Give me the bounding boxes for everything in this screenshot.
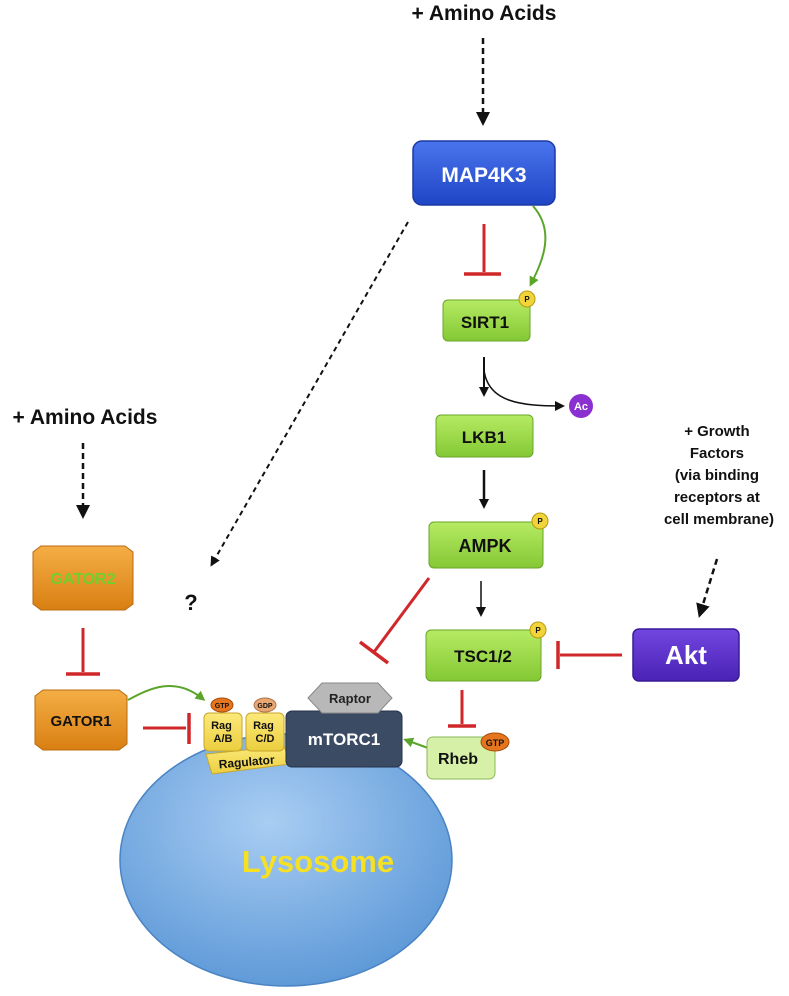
ampk-label: AMPK bbox=[459, 536, 512, 556]
unknown-mark: ? bbox=[184, 590, 197, 615]
gdp-badge-rag: GDP bbox=[253, 697, 277, 713]
tsc-phospho-badge: P bbox=[529, 621, 547, 639]
growth-factors-line-2: Factors bbox=[690, 445, 744, 462]
ampk-node: AMPK bbox=[428, 521, 544, 569]
ampk-phospho-label: P bbox=[537, 517, 543, 526]
map4k3-label: MAP4K3 bbox=[441, 164, 526, 187]
rag-cd-line-2: C/D bbox=[256, 733, 275, 745]
raptor-label: Raptor bbox=[329, 691, 371, 706]
rag-cd-label: Rag C/D bbox=[253, 720, 277, 745]
rheb-label: Rheb bbox=[438, 751, 478, 768]
growth-factors-line-5: cell membrane) bbox=[664, 511, 774, 528]
gtp-badge-rag-label: GTP bbox=[215, 703, 230, 710]
akt-label: Akt bbox=[665, 640, 707, 670]
mtorc1-label: mTORC1 bbox=[308, 730, 380, 749]
gtp-badge-rheb-label: GTP bbox=[486, 738, 505, 748]
ampk-inhibit-mtorc1-line bbox=[372, 577, 431, 653]
map4k3-node: MAP4K3 bbox=[412, 140, 556, 206]
gdp-badge-rag-label: GDP bbox=[257, 703, 273, 710]
ampk-inhibit-mtorc1-bar bbox=[358, 640, 390, 665]
gator1-label: GATOR1 bbox=[50, 713, 111, 730]
rheb-node: Rheb bbox=[426, 736, 496, 780]
rag-ab-node: Rag A/B bbox=[203, 712, 243, 752]
rheb-activate-mtorc1-arrow bbox=[403, 737, 429, 749]
tsc-label: TSC1/2 bbox=[454, 647, 512, 666]
mtorc1-node: mTORC1 bbox=[285, 710, 403, 768]
gator1-gap-arrow bbox=[127, 684, 206, 701]
amino-acids-left-label: + Amino Acids bbox=[13, 406, 158, 429]
lkb1-node: LKB1 bbox=[435, 414, 534, 458]
growth-factors-line-3: (via binding bbox=[675, 467, 759, 484]
sirt1-phospho-badge: P bbox=[518, 290, 536, 308]
ampk-phospho-badge: P bbox=[531, 512, 549, 530]
sirt1-label: SIRT1 bbox=[461, 313, 509, 332]
rag-cd-line-1: Rag bbox=[253, 720, 274, 732]
acetyl-badge: Ac bbox=[569, 394, 593, 418]
lkb1-label: LKB1 bbox=[462, 428, 506, 447]
sirt1-phospho-label: P bbox=[524, 295, 530, 304]
growth-factors-line-4: receptors at bbox=[674, 489, 760, 506]
map4k3-to-unknown-arrow bbox=[210, 221, 409, 567]
rag-ab-line-1: Rag bbox=[211, 720, 232, 732]
gator1-node: GATOR1 bbox=[34, 689, 128, 751]
sirt1-node: SIRT1 bbox=[442, 299, 531, 342]
tsc-phospho-label: P bbox=[535, 626, 541, 635]
map4k3-phospho-arrow bbox=[529, 205, 547, 287]
gator2-node: GATOR2 bbox=[32, 545, 134, 611]
raptor-node: Raptor bbox=[307, 682, 393, 714]
rag-ab-label: Rag A/B bbox=[211, 720, 235, 745]
tsc-node: TSC1/2 bbox=[425, 629, 542, 682]
ragulator-label: Ragulator bbox=[218, 753, 275, 772]
growth-factors-to-akt-arrow bbox=[696, 558, 719, 618]
lysosome-label: Lysosome bbox=[242, 844, 394, 879]
amino-acids-top-label: + Amino Acids bbox=[412, 2, 557, 25]
rag-ab-line-2: A/B bbox=[214, 733, 233, 745]
deacetylation-arrow bbox=[483, 369, 565, 411]
growth-factors-label: + Growth Factors (via binding receptors … bbox=[664, 423, 774, 528]
growth-factors-line-1: + Growth bbox=[684, 423, 749, 440]
rag-cd-node: Rag C/D bbox=[245, 712, 285, 752]
gator2-label: GATOR2 bbox=[50, 571, 115, 588]
gtp-badge-rag: GTP bbox=[210, 697, 234, 713]
akt-node: Akt bbox=[632, 628, 740, 682]
gtp-badge-rheb: GTP bbox=[480, 732, 510, 752]
acetyl-label: Ac bbox=[574, 401, 588, 413]
